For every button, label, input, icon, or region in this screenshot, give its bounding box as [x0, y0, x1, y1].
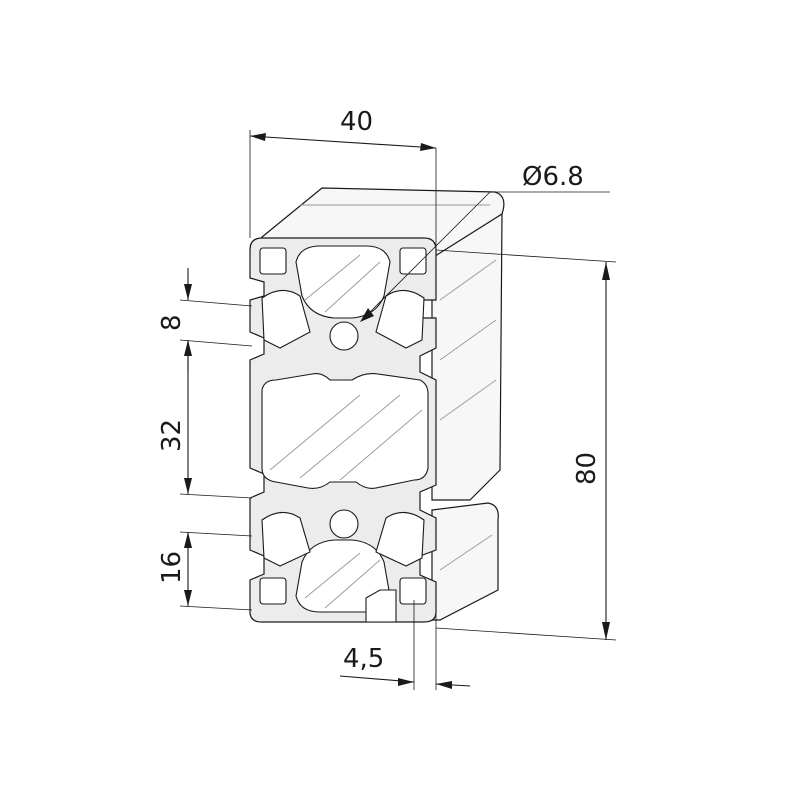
- diameter-dimension-label: Ø6.8: [522, 162, 584, 192]
- slot-pitch-dimension-label: 32: [157, 419, 187, 452]
- profile-cross-section: [249, 237, 437, 623]
- slot-lower-dimension-label: 16: [157, 551, 187, 584]
- height-dimension-label: 80: [572, 452, 602, 485]
- slot-upper-dimension-label: 8: [157, 314, 187, 331]
- dimension-lines: [179, 130, 617, 690]
- slot-width-dimension-label: 4,5: [343, 644, 384, 674]
- width-dimension-label: 40: [340, 107, 373, 137]
- dimension-labels: 40 Ø6.8 80 8 32 16 4,5: [157, 107, 602, 674]
